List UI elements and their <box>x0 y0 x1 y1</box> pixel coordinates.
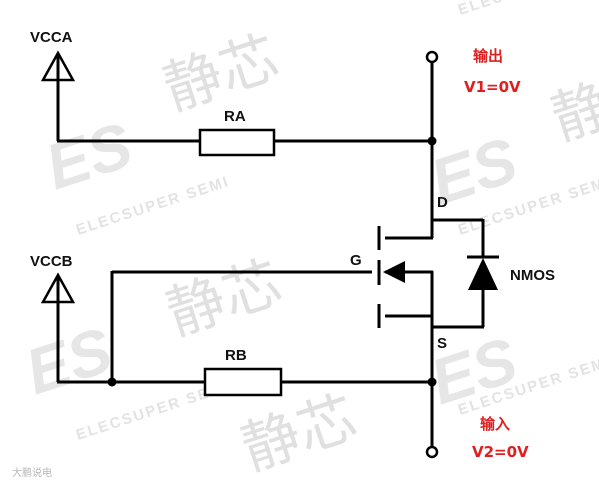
gate-label: G <box>350 252 362 269</box>
vccb-symbol <box>40 272 76 304</box>
body-diode <box>467 255 499 290</box>
ra-label: RA <box>224 108 246 125</box>
nmos-label: NMOS <box>510 267 555 284</box>
watermark-logo: ES <box>17 313 121 408</box>
watermark-chinese: 静芯 <box>543 53 599 154</box>
watermark-chinese: 静芯 <box>158 248 289 349</box>
rb-label: RB <box>225 347 247 364</box>
watermark-layer: 静芯 静芯 静芯 静芯 ES ES ES ES ELECSUPER SEMI E… <box>17 0 599 483</box>
resistor-rb <box>203 367 283 397</box>
output-title: 输出 <box>473 47 503 65</box>
watermark-company: ELECSUPER SEMI <box>456 0 599 19</box>
body-arrow-icon <box>383 261 405 283</box>
nmos-transistor <box>377 226 405 328</box>
junction-dot <box>427 377 437 387</box>
watermark-logo: ES <box>37 108 141 203</box>
diode-triangle-icon <box>468 258 498 290</box>
output-value: V1=0V <box>464 78 521 96</box>
vccb-label: VCCB <box>30 253 73 270</box>
credit-watermark: 大鹏说电 <box>12 466 52 479</box>
wires <box>56 63 485 452</box>
input-title: 输入 <box>480 415 510 433</box>
watermark-chinese: 静芯 <box>233 383 364 484</box>
output-terminal <box>425 50 439 64</box>
resistor-ra <box>198 128 276 157</box>
junction-dot <box>427 136 437 146</box>
drain-label: D <box>437 194 448 211</box>
vcca-label: VCCA <box>30 29 73 46</box>
junction-dot <box>107 377 117 387</box>
vcca-symbol <box>40 50 76 82</box>
input-terminal <box>425 445 439 459</box>
watermark-chinese: 静芯 <box>155 23 286 124</box>
input-value: V2=0V <box>472 443 529 461</box>
source-label: S <box>437 335 447 352</box>
